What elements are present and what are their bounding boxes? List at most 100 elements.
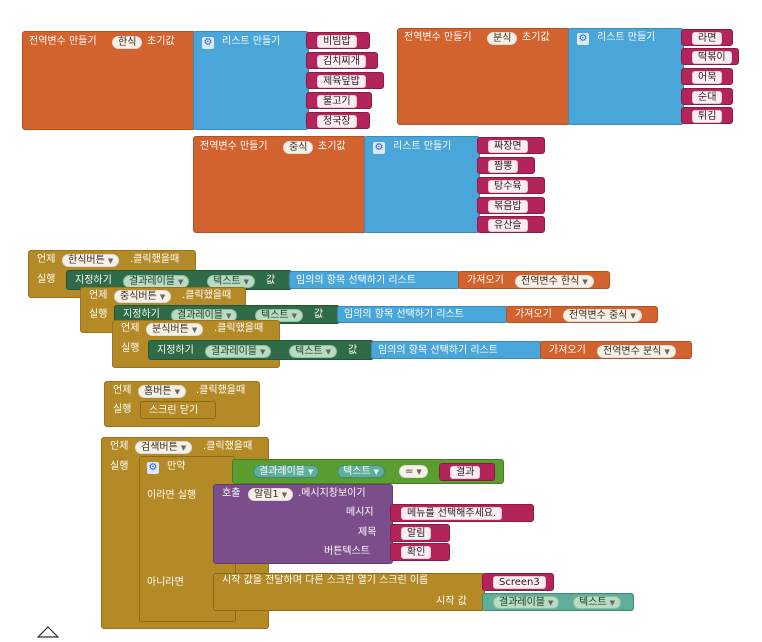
gear-icon[interactable]: ⚙	[577, 33, 589, 45]
event-component-dropdown[interactable]: 분식버튼▼	[146, 323, 204, 336]
make-list-block-bunsik[interactable]: ⚙ 리스트 만들기	[568, 28, 684, 125]
text-value[interactable]: 튀김	[692, 110, 723, 123]
pick-random-item-block[interactable]: 임의의 항목 선택하기 리스트	[337, 306, 509, 323]
text-block[interactable]: 라면	[681, 29, 733, 46]
event-component-dropdown[interactable]: 한식버튼▼	[62, 254, 120, 267]
text-value[interactable]: 비빔밥	[317, 35, 357, 48]
property-dropdown[interactable]: 텍스트▼	[573, 596, 621, 609]
notifier-dropdown[interactable]: 알림1▼	[248, 488, 294, 501]
text-value[interactable]: 결과	[450, 466, 481, 479]
close-screen-block[interactable]: 스크린 닫기	[140, 401, 216, 419]
show-message-dialog-block[interactable]: 호출 알림1▼ .메시지창보이기 메시지 제목 버튼텍스트	[213, 484, 393, 564]
text-value[interactable]: 유산슬	[488, 219, 528, 232]
button-text-value[interactable]: 확인	[401, 546, 432, 559]
text-block[interactable]: 탕수육	[477, 177, 545, 194]
global-var-block-hansik[interactable]: 전역변수 만들기 한식 초기값	[22, 31, 196, 130]
title-text-value[interactable]: 알림	[401, 527, 432, 540]
text-block[interactable]: 짬뽕	[477, 157, 535, 174]
global-var-block-bunsik[interactable]: 전역변수 만들기 분식 초기값	[397, 28, 571, 125]
text-value[interactable]: 라면	[692, 32, 723, 45]
global-var-name[interactable]: 한식	[112, 36, 143, 49]
text-block[interactable]: 유산슬	[477, 216, 545, 233]
text-block[interactable]: 알림	[390, 524, 450, 542]
property-dropdown[interactable]: 텍스트▼	[207, 275, 255, 288]
event-name-label: .클릭했을때	[203, 441, 253, 452]
text-block[interactable]: 메뉴를 선택해주세요.	[390, 504, 534, 522]
event-when-label: 언제	[113, 385, 132, 396]
text-value[interactable]: 불고기	[317, 95, 357, 108]
property-dropdown[interactable]: 텍스트▼	[289, 345, 337, 358]
text-value[interactable]: 어묵	[692, 71, 723, 84]
get-variable-block[interactable]: 가져오기 전역변수 한식▼	[458, 271, 610, 289]
text-block[interactable]: 확인	[390, 543, 450, 561]
make-list-block-hansik[interactable]: ⚙ 리스트 만들기	[193, 31, 309, 130]
property-dropdown[interactable]: 텍스트▼	[255, 309, 303, 322]
text-value[interactable]: 짬뽕	[488, 160, 519, 173]
pick-random-item-block[interactable]: 임의의 항목 선택하기 리스트	[371, 341, 543, 359]
button-text-label: 버튼텍스트	[324, 546, 370, 557]
variable-dropdown[interactable]: 전역변수 중식▼	[563, 309, 642, 322]
gear-icon[interactable]: ⚙	[373, 142, 385, 154]
text-block[interactable]: Screen3	[482, 573, 554, 591]
text-value[interactable]: 볶음밥	[488, 200, 528, 213]
text-value[interactable]: 짜장면	[488, 140, 528, 153]
pick-random-label: 임의의 항목 선택하기 리스트	[344, 309, 464, 320]
event-component-dropdown[interactable]: 검색버튼▼	[135, 441, 193, 454]
set-label: 지정하기	[157, 345, 194, 356]
text-value[interactable]: 순대	[692, 91, 723, 104]
text-value[interactable]: 탕수육	[488, 180, 528, 193]
text-block[interactable]: 짜장면	[477, 137, 545, 154]
global-var-block-jungsik[interactable]: 전역변수 만들기 중식 초기값	[193, 136, 367, 233]
pick-random-label: 임의의 항목 선택하기 리스트	[296, 275, 416, 286]
start-value-label: 시작 값	[436, 596, 467, 607]
text-block[interactable]: 불고기	[306, 92, 372, 109]
text-block[interactable]: 볶음밥	[477, 197, 545, 214]
open-another-screen-block[interactable]: 시작 값을 전달하며 다른 스크린 열기 스크린 이름 시작 값	[213, 573, 485, 611]
screen-name-value[interactable]: Screen3	[493, 576, 546, 589]
component-dropdown[interactable]: 결과레이블▼	[205, 345, 272, 358]
global-make-label: 전역변수 만들기	[200, 141, 268, 152]
component-property-getter-block[interactable]: 결과레이블▼ 텍스트▼	[482, 593, 634, 611]
compare-operator-dropdown[interactable]: =▼	[399, 465, 428, 478]
gear-icon[interactable]: ⚙	[147, 462, 159, 474]
text-block[interactable]: 결과	[439, 463, 495, 481]
event-component-dropdown[interactable]: 홈버튼▼	[138, 385, 186, 398]
text-block[interactable]: 제육덮밥	[306, 72, 384, 89]
global-var-name[interactable]: 분식	[487, 32, 518, 45]
text-block[interactable]: 순대	[681, 88, 733, 105]
variable-dropdown[interactable]: 전역변수 분식▼	[597, 345, 676, 358]
global-var-name[interactable]: 중식	[283, 141, 314, 154]
component-dropdown[interactable]: 결과레이블▼	[493, 596, 560, 609]
make-list-block-jungsik[interactable]: ⚙ 리스트 만들기	[364, 136, 480, 233]
property-dropdown[interactable]: 텍스트▼	[337, 465, 385, 478]
set-label: 지정하기	[123, 309, 160, 320]
message-text-value[interactable]: 메뉴를 선택해주세요.	[401, 507, 503, 520]
text-block[interactable]: 김치찌개	[306, 52, 378, 69]
text-block[interactable]: 청국장	[306, 112, 370, 129]
text-block[interactable]: 튀김	[681, 107, 733, 124]
event-do-label: 실행	[37, 274, 56, 285]
text-value[interactable]: 제육덮밥	[317, 75, 366, 88]
set-label: 지정하기	[75, 275, 112, 286]
pick-random-item-block[interactable]: 임의의 항목 선택하기 리스트	[289, 271, 461, 289]
text-block[interactable]: 비빔밥	[306, 32, 370, 49]
variable-dropdown[interactable]: 전역변수 한식▼	[515, 275, 594, 288]
set-block[interactable]: 지정하기 결과레이블▼ 텍스트▼ 값	[114, 305, 340, 324]
compare-block[interactable]: 결과레이블▼ 텍스트▼ =▼ 결과	[232, 459, 504, 484]
text-value[interactable]: 떡볶이	[692, 51, 732, 64]
set-block[interactable]: 지정하기 결과레이블▼ 텍스트▼ 값	[148, 340, 374, 360]
text-block[interactable]: 어묵	[681, 68, 733, 85]
get-variable-block[interactable]: 가져오기 전역변수 분식▼	[540, 341, 692, 359]
if-label: 만약	[167, 461, 186, 472]
make-list-label: 리스트 만들기	[393, 141, 452, 152]
to-label: 값	[266, 275, 276, 286]
get-variable-block[interactable]: 가져오기 전역변수 중식▼	[506, 306, 658, 323]
gear-icon[interactable]: ⚙	[202, 37, 214, 49]
text-value[interactable]: 청국장	[317, 115, 357, 128]
text-value[interactable]: 김치찌개	[317, 55, 366, 68]
component-dropdown[interactable]: 결과레이블▼	[253, 465, 320, 478]
event-block-bunsik-button[interactable]: 언제 분식버튼▼ .클릭했을때 실행	[112, 320, 280, 368]
event-component-dropdown[interactable]: 중식버튼▼	[114, 290, 172, 303]
warning-triangle-icon[interactable]	[37, 626, 59, 638]
text-block[interactable]: 떡볶이	[681, 48, 739, 65]
